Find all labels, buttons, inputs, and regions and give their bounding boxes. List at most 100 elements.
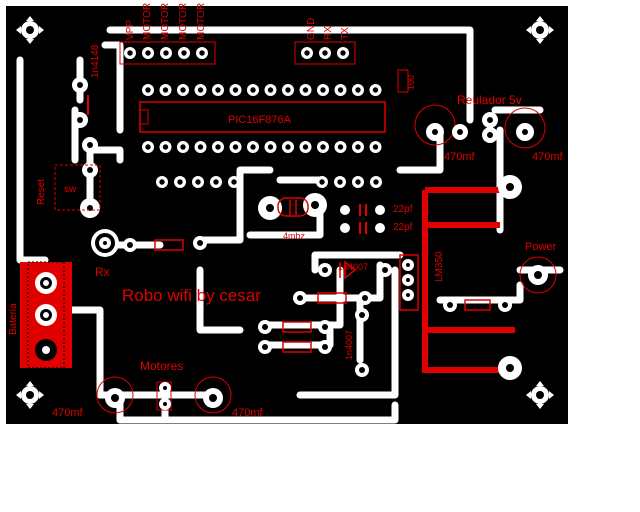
chip-pin-pad — [229, 141, 242, 153]
chip-pin-pad — [317, 84, 329, 96]
chip-pin-pad — [352, 141, 364, 153]
d4007-label-a: 1n4007 — [338, 262, 368, 272]
io-pad — [192, 176, 204, 188]
battery-connector — [20, 261, 72, 369]
chip-pin-pad — [282, 84, 294, 96]
crystal-icon — [258, 193, 327, 220]
ic-chip-icon — [139, 101, 386, 133]
cap-470-label-c: 470mf — [52, 407, 84, 419]
chip-pin-pad — [369, 84, 382, 96]
io-pad — [370, 176, 382, 188]
resistor-icon — [154, 239, 184, 251]
motor-label-4: MOTOR — [196, 3, 207, 40]
cap-22-label-a: 22pf — [393, 204, 413, 215]
diode-label: 1n4148 — [90, 44, 101, 78]
rx-top-label: RX — [323, 26, 334, 40]
header-pads — [124, 47, 349, 59]
cap-470-label-a: 470mf — [444, 151, 476, 163]
motor-label-2: MOTOR — [160, 3, 171, 40]
regulator-icon — [399, 254, 419, 311]
chip-pin-pad — [177, 84, 189, 96]
chip-pin-pad — [212, 84, 224, 96]
chip-pin-pad — [142, 141, 154, 153]
motores-label: Motores — [140, 359, 183, 373]
chip-pin-pad — [334, 84, 347, 96]
mounting-holes — [16, 16, 554, 409]
io-pad — [316, 176, 328, 188]
crystal-label: 4mhz — [283, 231, 306, 241]
header-pad — [196, 47, 208, 59]
io-pad — [156, 176, 168, 188]
power-pads — [443, 175, 557, 380]
chip-pin-pad — [229, 84, 242, 96]
mounting-hole-icon — [16, 16, 44, 44]
rx-connector — [91, 229, 207, 257]
header-pad — [142, 47, 154, 59]
chip-pin-pad — [194, 84, 207, 96]
vpp-label: VPP — [125, 20, 136, 40]
middle-components — [258, 260, 392, 377]
io-pad — [352, 176, 364, 188]
power-label: Power — [525, 241, 557, 253]
header-pad — [178, 47, 190, 59]
chip-pin-pad — [282, 141, 294, 153]
chip-pin-pad — [194, 141, 207, 153]
pic-label: PIC16F876A — [228, 114, 292, 126]
chip-pin-pad — [299, 84, 312, 96]
chip-pin-pad — [352, 84, 364, 96]
resistor-icon — [282, 341, 312, 353]
resistor-icon — [282, 321, 312, 333]
io-pad — [334, 176, 346, 188]
reset-switch — [54, 164, 101, 211]
motor-caps — [96, 376, 232, 414]
cap-470-label-d: 470mf — [232, 407, 264, 419]
chip-pin-pad — [264, 84, 277, 96]
chip-pin-pad — [177, 141, 189, 153]
left-components — [54, 77, 101, 218]
chip-pin-pad — [142, 84, 154, 96]
lm350-label: LM350 — [434, 251, 445, 282]
regulator-caps — [397, 69, 546, 149]
tx-label: TX — [340, 27, 351, 40]
bateria-label: Bateria — [8, 303, 19, 335]
io-pad — [228, 176, 240, 188]
board-title: Robo wifi by cesar — [122, 286, 261, 305]
power-traces — [422, 187, 515, 373]
header-pad — [337, 47, 349, 59]
io-pad — [210, 176, 222, 188]
cap-22-label-b: 22pf — [393, 222, 413, 233]
chip-pads — [142, 84, 382, 153]
regulator-title-label: Reulador 5v — [457, 93, 522, 107]
resistor-icon — [317, 292, 347, 304]
cap-470-label-b: 470mf — [532, 151, 564, 163]
chip-pin-pad — [159, 141, 172, 153]
header-pad — [160, 47, 172, 59]
io-pad — [174, 176, 186, 188]
chip-pin-pad — [369, 141, 382, 153]
mounting-hole-icon — [526, 16, 554, 44]
chip-pin-pad — [212, 141, 224, 153]
header-pad — [319, 47, 331, 59]
diode-icon — [339, 260, 357, 280]
header-connector — [119, 41, 356, 65]
chip-pin-pad — [159, 84, 172, 96]
cap-100-label: 100 — [406, 75, 416, 90]
d4007-label-b: 1n4007 — [344, 330, 354, 360]
sw-label: sw — [64, 184, 77, 195]
header-pad — [124, 47, 136, 59]
resistor-icon — [464, 299, 491, 311]
motor-label-1: MOTOR — [142, 3, 153, 40]
reset-label: Reset — [36, 179, 47, 205]
motor-label-3: MOTOR — [178, 3, 189, 40]
chip-pin-pad — [334, 141, 347, 153]
header-pad — [301, 47, 313, 59]
chip-pin-pad — [264, 141, 277, 153]
chip-pin-pad — [317, 141, 329, 153]
mounting-hole-icon — [526, 381, 554, 409]
capacitor-icon — [340, 204, 385, 234]
gnd-label: GND — [306, 18, 317, 40]
mounting-hole-icon — [16, 381, 44, 409]
bottom-pads — [156, 176, 382, 188]
chip-pin-pad — [247, 84, 259, 96]
